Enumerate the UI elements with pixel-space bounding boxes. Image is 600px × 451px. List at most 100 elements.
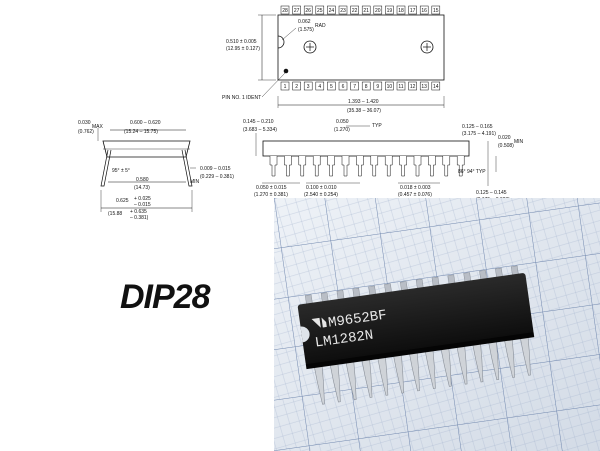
top-pin-number: 24 [329,8,335,14]
bottom-pin-number: 14 [433,84,439,90]
side-view: 0.145 – 0.210 (3.683 – 5.334) 0.050 TYP … [243,119,524,203]
bottom-pin-number: 2 [295,84,298,90]
side-lead [428,156,436,177]
width-value: 0.510 ± 0.005 [226,39,257,45]
top-pin-number: 23 [340,8,346,14]
top-pin-number: 20 [375,8,381,14]
bottom-pin-box [396,81,406,91]
chip-photo: M9652BF LM1282N [274,198,600,451]
side-lead [284,156,292,177]
end-d3-metric: (14.73) [134,185,150,191]
end-d5-metric: (15.88 [108,211,122,217]
top-pin-box [385,5,394,15]
bottom-pin-box [315,81,325,91]
bottom-pin-box [385,81,394,91]
side-lead [356,156,364,177]
chip-logo-icon [311,317,327,328]
top-pin-number: 22 [352,8,358,14]
top-pin-number: 28 [282,8,288,14]
rad-value: 0.062 [298,19,311,25]
bottom-pin-number: 13 [421,84,427,90]
top-pin-box [315,5,325,15]
side-h2-value: 0.125 – 0.165 [462,124,493,130]
side-h3-metric: (0.508) [498,143,514,149]
ejector-mark-right [420,40,434,54]
side-b4-value: 0.125 – 0.145 [476,190,507,196]
top-pin-box [338,5,348,15]
top-pin-number: 15 [433,8,439,14]
side-lead [413,156,422,177]
bottom-pin-box [280,81,290,91]
top-pin-number: 21 [363,8,369,14]
end-d4-metric: (0.229 – 0.381) [200,174,234,180]
bottom-pin-box [419,81,429,91]
side-h3-value: 0.020 [498,135,511,141]
side-typ1-value: 0.050 [336,119,349,125]
side-view-leads [269,156,465,177]
side-angle: 86° 94° TYP [458,169,486,175]
side-h2-metric: (3.175 – 4.191) [462,131,496,137]
top-pin-number: 18 [398,8,404,14]
end-view-right-lead [181,149,193,187]
bottom-pin-box [327,81,336,91]
top-pin-box [361,5,371,15]
side-h1-value: 0.145 – 0.210 [243,119,274,125]
top-pin-box [303,5,313,15]
rad-metric: (1.575) [298,27,314,33]
side-b2-metric: (2.540 ± 0.254) [304,192,338,198]
top-pin-number: 26 [305,8,311,14]
side-lead [399,156,407,177]
side-lead [370,156,379,177]
length-metric: (35.38 – 36.07) [347,108,381,114]
bottom-pin-number: 7 [353,84,356,90]
top-view-body [277,14,445,81]
side-lead [312,156,321,177]
end-d1-value: 0.030 [78,120,91,126]
top-pin-number: 25 [317,8,323,14]
bottom-pin-box [408,81,417,91]
side-b2-value: 0.100 ± 0.010 [306,185,337,191]
end-d2-value: 0.600 – 0.620 [130,120,161,126]
top-pin-number: 27 [294,8,300,14]
end-d1-label: MAX [92,124,104,130]
side-typ1-label: TYP [372,123,382,129]
bottom-pin-box [292,81,301,91]
top-pin-number: 19 [387,8,393,14]
package-title: DIP28 [120,278,210,316]
bottom-pin-box [373,81,383,91]
end-d5-value: 0.625 [116,198,129,204]
end-view: 0.030 MAX (0.762) 0.600 – 0.620 (15.24 –… [78,120,234,221]
side-h1-metric: (3.683 – 5.334) [243,127,277,133]
side-b1-value: 0.050 ± 0.015 [256,185,287,191]
pin1-ident-label: PIN NO. 1 IDENT [222,95,261,101]
bottom-pin-box [431,81,441,91]
chip-photo-body [297,273,534,366]
length-value: 1.393 – 1.420 [348,99,379,105]
bottom-pin-number: 1 [284,84,287,90]
top-pin-box [373,5,383,15]
side-lead [442,156,451,177]
top-pin-box [350,5,359,15]
top-pin-box [280,5,290,15]
top-pin-box [419,5,429,15]
side-b3-metric: (0.457 ± 0.076) [398,192,432,198]
bottom-pin-number: 9 [376,84,379,90]
bottom-pin-box [303,81,313,91]
top-pin-box [396,5,406,15]
bottom-pin-box [350,81,359,91]
end-view-left-lead [100,149,112,187]
bottom-pin-number: 12 [410,84,416,90]
rad-label: RAD [315,23,326,29]
end-d4-value: 0.009 – 0.015 [200,166,231,172]
side-h3-label: MIN [514,139,524,145]
side-lead [298,156,307,177]
bottom-pin-box [338,81,348,91]
end-angle: 95° ± 5° [112,168,130,174]
side-lead [384,156,393,177]
end-d3-value: 0.580 [136,177,149,183]
top-view-notch [277,35,285,49]
